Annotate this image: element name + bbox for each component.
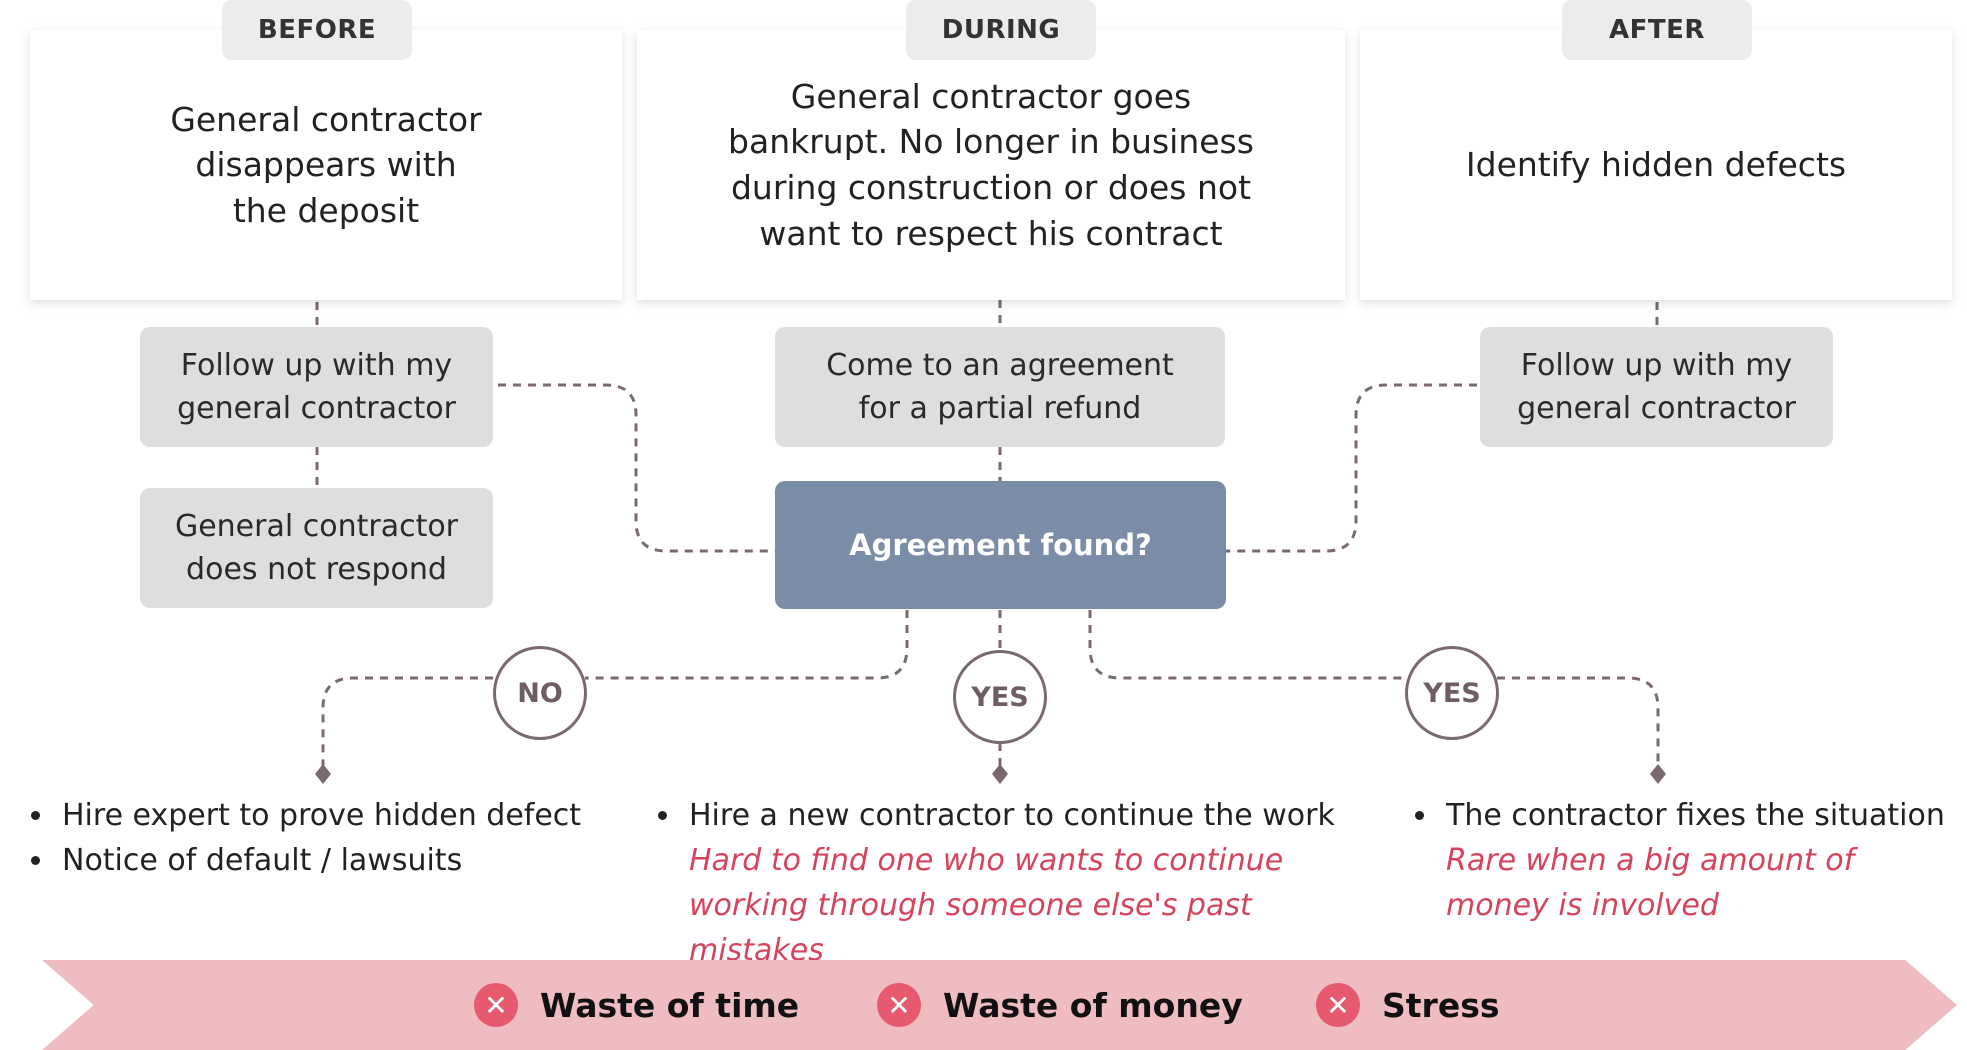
arrow-diamond-yes-right (1650, 764, 1666, 784)
consequence-label: Waste of money (943, 985, 1243, 1025)
step-before-follow-up: Follow up with my general contractor (140, 327, 493, 447)
x-circle-icon: ✕ (877, 983, 921, 1027)
outcome-note: Rare when a big amount of money is invol… (1446, 843, 1855, 923)
branch-badge-no: NO (493, 646, 587, 740)
consequence-label: Stress (1382, 985, 1500, 1025)
decision-agreement-found: Agreement found? (775, 481, 1226, 609)
phase-tab-before: BEFORE (222, 0, 412, 60)
x-circle-icon: ✕ (1316, 983, 1360, 1027)
connector-decision-to-yes-right (1088, 610, 1405, 680)
connector-after-to-decision (1226, 383, 1477, 553)
arrow-diamond-yes-middle (992, 764, 1008, 784)
outcome-note: Hard to find one who wants to continue w… (689, 843, 1284, 968)
consequence-waste-of-time: ✕ Waste of time (474, 960, 799, 1050)
phase-chevron-after: Identify hidden defects (1360, 30, 1952, 300)
step-before-no-response: General contractor does not respond (140, 488, 493, 608)
outcome-yes-middle: Hire a new contractor to continue the wo… (655, 793, 1385, 973)
connector-no-to-outcome (321, 676, 493, 768)
outcome-list-item: The contractor fixes the situation (1440, 793, 1964, 838)
connector-decision-to-no (585, 610, 909, 680)
connector-yes-right-to-outcome (1497, 676, 1660, 768)
phase-event-text: General contractor disappears with the d… (170, 99, 482, 230)
consequences-items: ✕ Waste of time ✕ Waste of money ✕ Stres… (0, 960, 1967, 1050)
branch-badge-yes-right: YES (1405, 646, 1499, 740)
phase-chevron-before: General contractor disappears with the d… (30, 30, 622, 300)
arrow-diamond-no (315, 764, 331, 784)
phase-tab-after: AFTER (1562, 0, 1752, 60)
outcome-list-item: Hire a new contractor to continue the wo… (683, 793, 1385, 838)
branch-badge-yes-middle: YES (953, 650, 1047, 744)
outcome-no: Hire expert to prove hidden defect Notic… (28, 793, 608, 883)
consequences-banner (42, 960, 1957, 1050)
phase-event-text: General contractor goes bankrupt. No lon… (728, 76, 1254, 253)
connector-before-to-decision (498, 383, 775, 553)
step-after-follow-up: Follow up with my general contractor (1480, 327, 1833, 447)
phase-tab-during: DURING (906, 0, 1096, 60)
outcome-list-item: Notice of default / lawsuits (56, 838, 608, 883)
consequence-label: Waste of time (540, 985, 800, 1025)
step-during-agreement: Come to an agreement for a partial refun… (775, 327, 1225, 447)
phase-event-text: Identify hidden defects (1465, 145, 1847, 185)
phase-chevron-during: General contractor goes bankrupt. No lon… (637, 30, 1345, 300)
x-circle-icon: ✕ (474, 983, 518, 1027)
outcome-yes-right: The contractor fixes the situation Rare … (1412, 793, 1964, 928)
outcome-list-item: Hire expert to prove hidden defect (56, 793, 608, 838)
consequence-stress: ✕ Stress (1316, 960, 1499, 1050)
consequence-waste-of-money: ✕ Waste of money (877, 960, 1243, 1050)
